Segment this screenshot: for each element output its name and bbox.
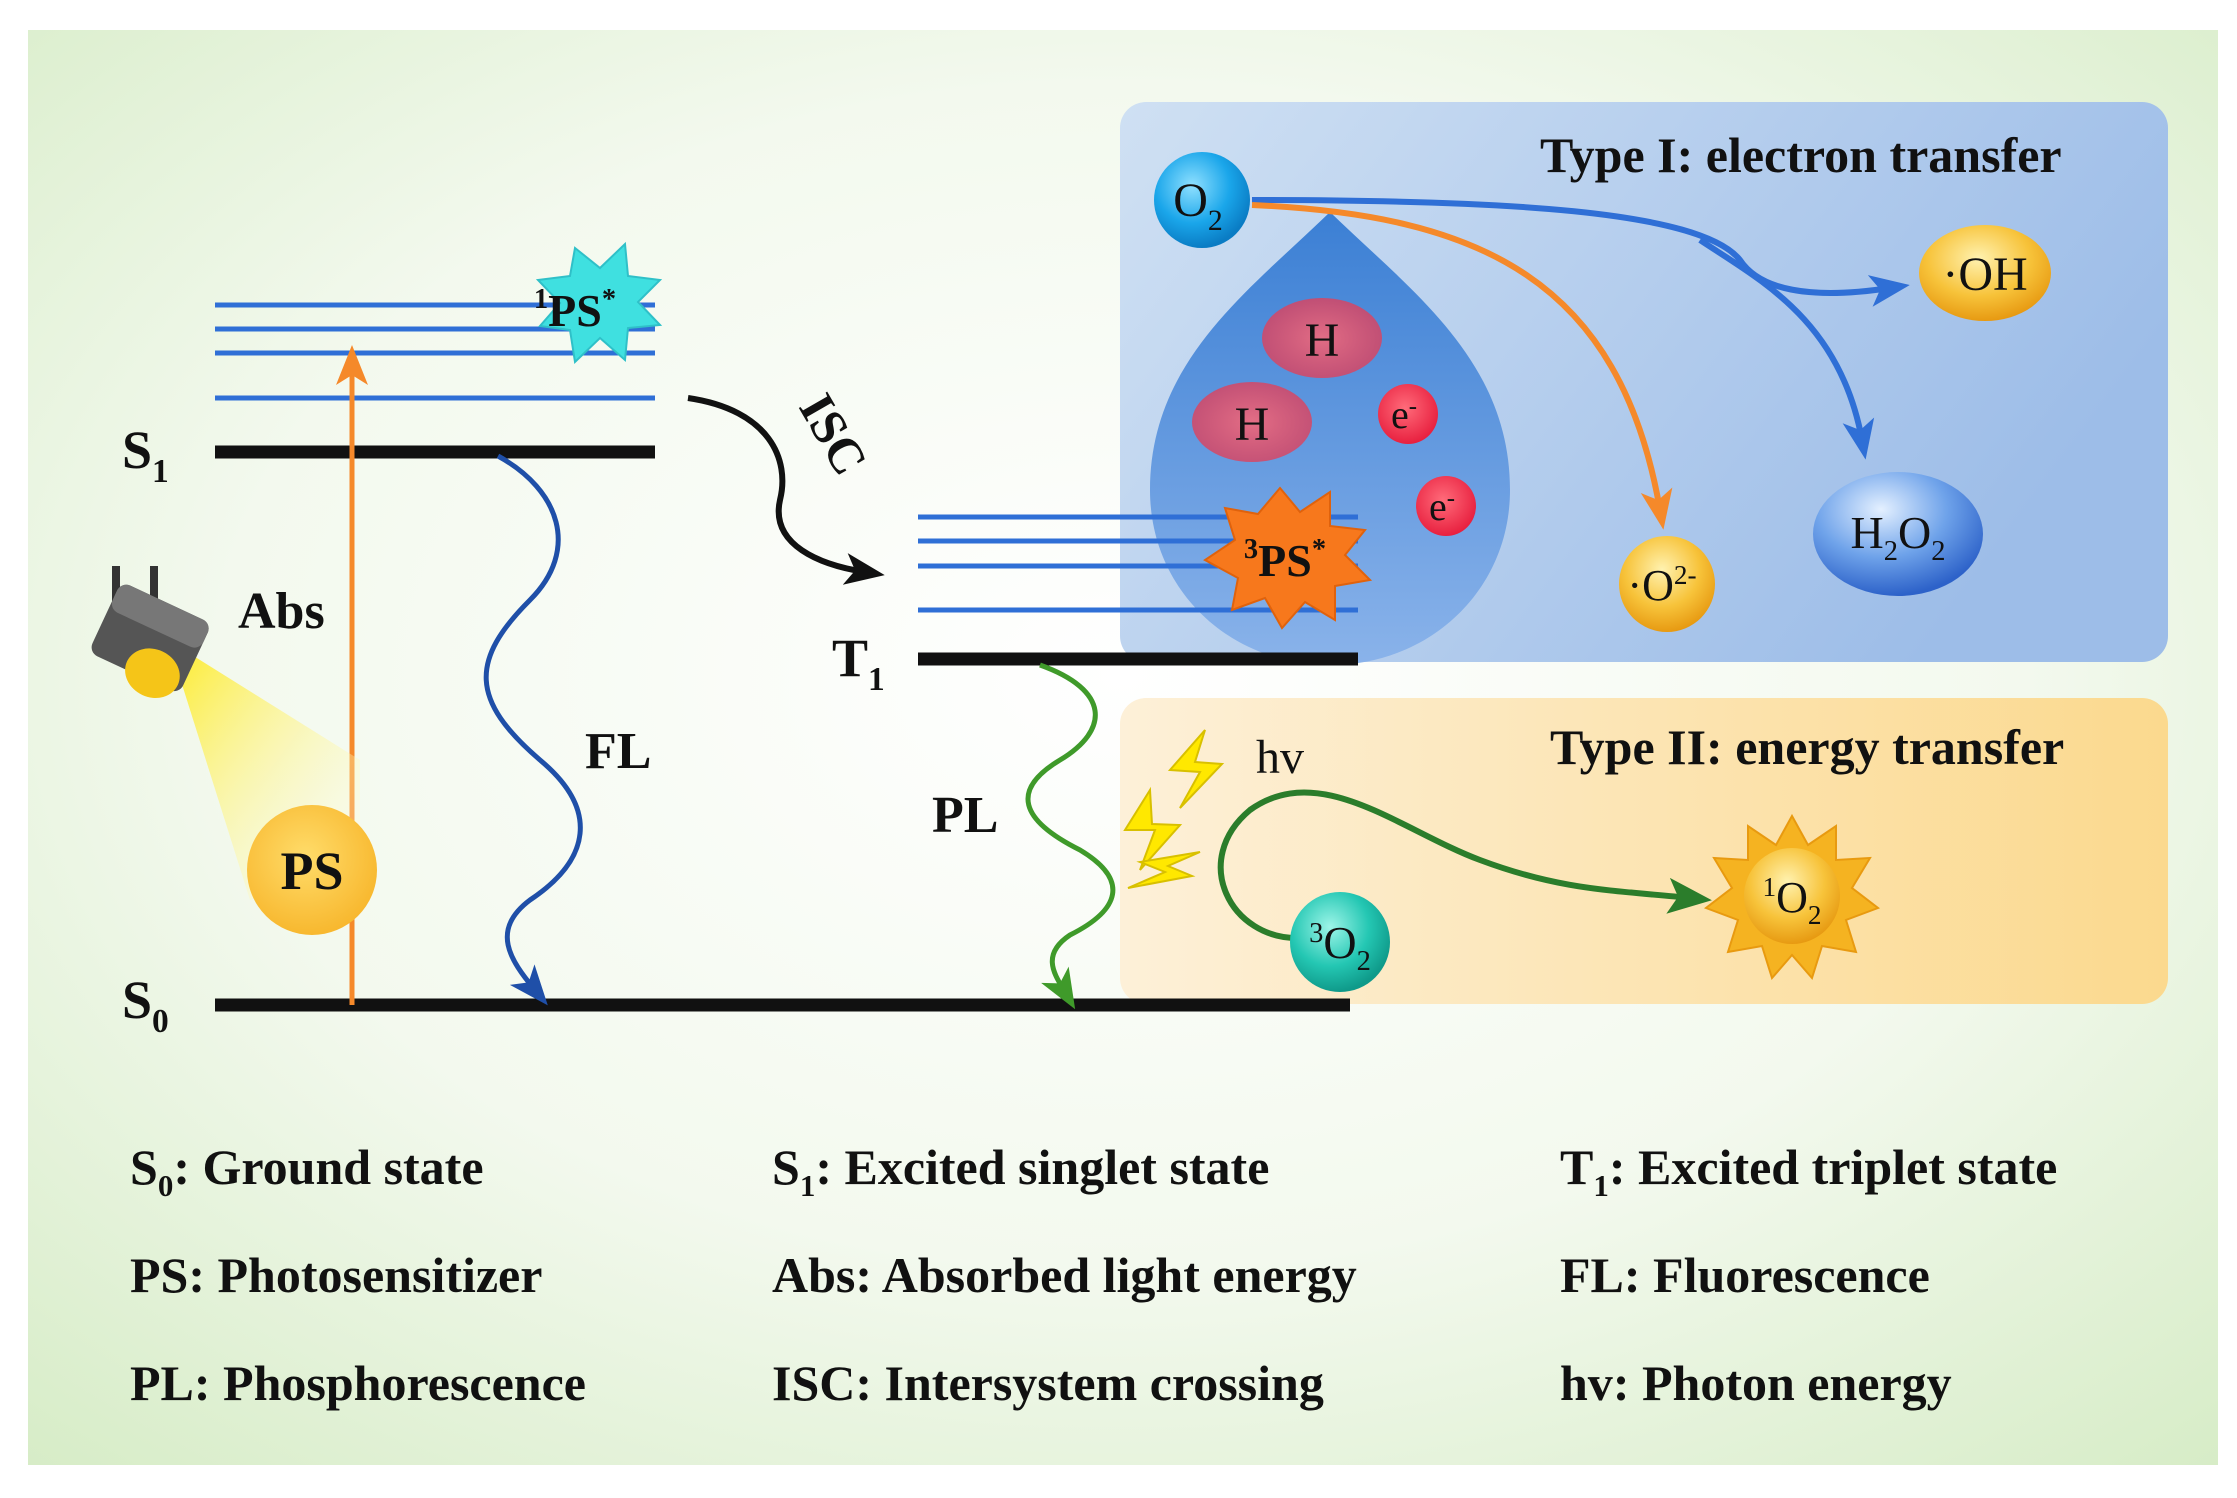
svg-text:O2: O2 xyxy=(1173,174,1223,237)
legend-item: ISC: Intersystem crossing xyxy=(772,1355,1324,1411)
s0-label: S0 xyxy=(122,970,169,1040)
singlet-oxygen-star: 1O2 xyxy=(1703,813,1881,981)
svg-text:·O2-: ·O2- xyxy=(1627,560,1696,610)
singlet-ps-star: 1PS* xyxy=(534,241,663,365)
legend-item: PS: Photosensitizer xyxy=(130,1247,542,1303)
svg-text:1O2: 1O2 xyxy=(1762,872,1821,930)
s1-label: S1 xyxy=(122,420,169,490)
fl-label: FL xyxy=(585,723,651,780)
oxygen-molecule: O2 xyxy=(1154,152,1250,248)
arrow-o2-to-h2o2 xyxy=(1698,237,1875,460)
hv-label: hv xyxy=(1256,731,1304,784)
ps-label: PS xyxy=(280,841,343,901)
type2-title: Type II: energy transfer xyxy=(1550,719,2064,775)
svg-text:·OH: ·OH xyxy=(1942,248,2027,301)
t1-label: T1 xyxy=(832,628,885,698)
superoxide-radical: ·O2- xyxy=(1619,536,1715,632)
svg-text:e-: e- xyxy=(1429,484,1455,529)
pl-label: PL xyxy=(932,787,998,844)
arrow-o2-to-superoxide xyxy=(1251,202,1673,530)
legend-item: T1: Excited triplet state xyxy=(1560,1139,2057,1203)
svg-text:3O2: 3O2 xyxy=(1309,917,1371,977)
svg-text:e-: e- xyxy=(1391,392,1417,437)
ps-molecule xyxy=(247,805,377,935)
isc-arrow xyxy=(687,395,885,585)
type1-title: Type I: electron transfer xyxy=(1540,127,2062,183)
svg-text:H: H xyxy=(1235,398,1270,451)
svg-text:3PS*: 3PS* xyxy=(1244,534,1326,586)
triplet-oxygen: 3O2 xyxy=(1290,892,1390,992)
legend-item: Abs: Absorbed light energy xyxy=(772,1247,1357,1303)
triplet-ps-star: 3PS* xyxy=(1203,486,1373,630)
legend-item: FL: Fluorescence xyxy=(1560,1247,1930,1303)
electron: e- xyxy=(1416,476,1476,536)
h-blob: H xyxy=(1262,298,1382,378)
lightning-icon xyxy=(1123,729,1225,889)
arrow-triplet-to-singlet-oxygen xyxy=(1217,789,1712,942)
legend: S0: Ground state S1: Excited singlet stat… xyxy=(130,1139,2057,1411)
electron: e- xyxy=(1378,384,1438,444)
hydrogen-peroxide: H2O2 xyxy=(1813,472,1983,596)
h-blob: H xyxy=(1192,382,1312,462)
pl-arrow xyxy=(1025,662,1116,1010)
hydroxyl-radical: ·OH xyxy=(1919,225,2051,321)
arrow-o2-to-oh xyxy=(1251,197,1910,307)
svg-text:H: H xyxy=(1305,314,1340,367)
legend-item: S0: Ground state xyxy=(130,1139,484,1203)
legend-item: hv: Photon energy xyxy=(1560,1355,1952,1411)
legend-item: S1: Excited singlet state xyxy=(772,1139,1269,1203)
abs-label: Abs xyxy=(238,583,325,640)
svg-text:H2O2: H2O2 xyxy=(1851,507,1946,567)
fl-arrow xyxy=(483,453,583,1006)
legend-item: PL: Phosphorescence xyxy=(130,1355,586,1411)
svg-text:1PS*: 1PS* xyxy=(534,284,616,336)
